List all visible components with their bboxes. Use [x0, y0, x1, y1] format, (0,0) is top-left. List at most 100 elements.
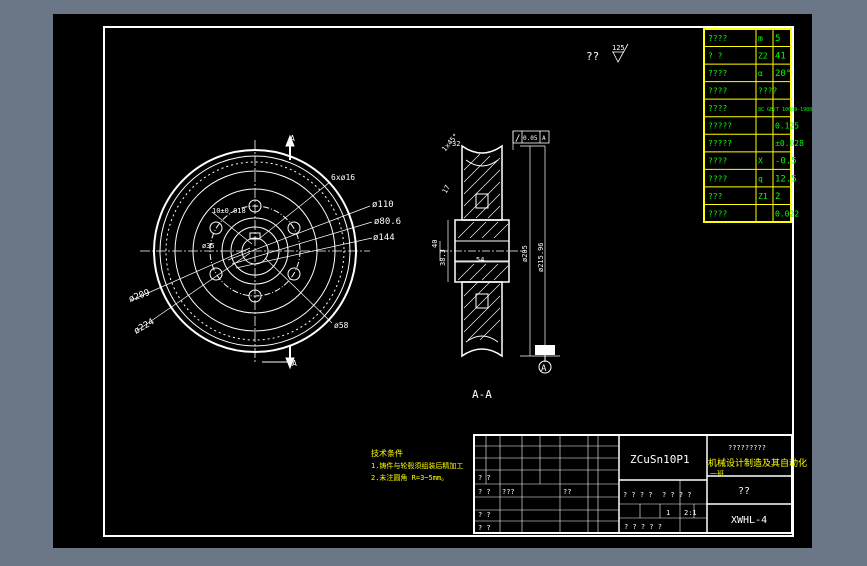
bolt-hole — [287, 267, 301, 281]
rim-bottom — [461, 281, 503, 358]
dim-holes: 6xø16 — [331, 173, 355, 182]
dim-bore: ø35 — [202, 242, 215, 250]
cell-f: 1 — [666, 509, 670, 517]
cell-b: ??? — [502, 488, 515, 496]
cell-i: ? ? — [478, 524, 491, 532]
material: ZCuSn10P1 — [630, 453, 690, 466]
param-val: 5 — [775, 34, 780, 44]
project-name: 机械设计制造及其自动化 — [708, 457, 807, 469]
section-arrow-bottom-icon — [285, 357, 295, 370]
technical-notes: 技术条件 1.铸件与轮毂须组装后精加工 2.未注圆角 R=3~5mm。 — [371, 448, 463, 482]
dim-54: 54 — [476, 256, 484, 264]
param-sym: ???? — [758, 87, 777, 96]
param-sym: 8C GB/T 10089-1988 — [758, 107, 812, 113]
datum-block — [535, 345, 555, 355]
drawing-number: XWHL-4 — [731, 515, 767, 526]
leader-key — [211, 211, 253, 245]
param-sym: Z1 — [758, 192, 768, 201]
cell-c: ? ? ? ? — [623, 491, 653, 499]
param-name: ??? — [708, 192, 723, 201]
section-view-label: A-A — [472, 388, 492, 401]
project-name-line2: 一班 — [710, 469, 724, 478]
param-val: 20° — [775, 69, 791, 79]
param-name: ????? — [708, 139, 732, 148]
section-arrow-top-icon — [285, 134, 295, 147]
leader-d58 — [264, 257, 333, 324]
dim-17: 17 — [441, 184, 452, 195]
param-val: 0.125 — [775, 122, 799, 131]
param-val: 0.022 — [775, 209, 799, 218]
dim-32: 32 — [452, 140, 460, 148]
leader-d144 — [235, 237, 373, 269]
dim-d144: ø144 — [373, 233, 395, 243]
notes-title: 技术条件 — [371, 448, 403, 458]
param-sym: α — [758, 69, 763, 78]
dim-38-3: 38.3 — [439, 249, 447, 266]
dim-key-width: 10±0.018 — [212, 207, 246, 215]
cell-e: ? ? ? ? — [662, 491, 692, 499]
param-name: ???? — [708, 174, 727, 183]
param-sym: X — [758, 157, 763, 166]
bolt-hole — [287, 221, 301, 235]
tolerance-frame: / 0.05 A — [512, 130, 550, 144]
drawing-border — [103, 26, 794, 537]
parameter-table: ???? m 5 ? ? Z2 41???? α 20°???????????? 8C GB/T… — [703, 28, 812, 223]
bolt-top — [475, 193, 489, 209]
param-val: 12.5 — [775, 174, 797, 184]
dim-d205: ø205 — [521, 245, 529, 262]
roughness-value: 125 — [612, 44, 625, 52]
param-val: -0.5 — [775, 157, 797, 167]
section-view — [440, 144, 525, 358]
section-marker-bottom: A — [292, 359, 297, 368]
param-name: ???? — [708, 87, 727, 96]
part-name: ?? — [738, 486, 750, 497]
param-name: ???? — [708, 209, 727, 218]
title-block — [473, 434, 793, 534]
leader-d209 — [131, 247, 251, 301]
tolerance-datum: A — [542, 135, 546, 142]
param-name: ????? — [708, 122, 732, 131]
throat-bottom — [465, 335, 499, 343]
cell-g: 2:1 — [684, 509, 697, 517]
drawing-canvas — [53, 14, 812, 548]
roughness-symbol-icon — [612, 43, 629, 63]
section-dims: 1x45° 32 17 40 38.3 54 ø205 ø215.96 — [431, 132, 545, 272]
bolt-hole — [209, 221, 223, 235]
leader-d110 — [227, 205, 371, 261]
param-val: 41 — [775, 51, 786, 61]
datum-circle-icon — [538, 360, 552, 374]
front-view — [131, 134, 373, 370]
rim-top — [461, 144, 503, 221]
cell-j: ? ? ? ? ? — [624, 523, 662, 531]
cell-h: ? ? — [478, 511, 491, 519]
cell-a: ? ? — [478, 488, 491, 496]
school-name: ????????? — [728, 444, 766, 452]
dim-d215: ø215.96 — [537, 242, 545, 272]
throat-top — [465, 159, 499, 167]
section-hatching — [457, 153, 509, 341]
param-sym: Z2 — [758, 51, 768, 60]
param-val: 2 — [775, 192, 780, 202]
datum-label: A — [541, 364, 547, 374]
cell-d: ?? — [563, 488, 571, 496]
param-val: ±0.028 — [775, 139, 804, 148]
leader-holes — [259, 181, 331, 239]
param-name: ???? — [708, 34, 727, 43]
roughness-label: ?? — [586, 50, 599, 63]
dim-d110: ø110 — [372, 200, 394, 210]
title-block-text: ZCuSn10P1 ????????? 机械设计制造及其自动化 一班 ?? XW… — [478, 444, 807, 532]
param-name: ???? — [708, 157, 727, 166]
param-name: ? ? — [708, 51, 723, 60]
leader-d224 — [137, 252, 251, 331]
param-sym: q — [758, 174, 763, 183]
param-name: ???? — [708, 104, 727, 113]
notes-line-2: 2.未注圆角 R=3~5mm。 — [371, 473, 448, 482]
section-marker-top: A — [290, 134, 295, 143]
dim-40: 40 — [431, 240, 439, 248]
leader-d80 — [231, 221, 373, 265]
cell-k: ? ? — [478, 474, 491, 482]
dim-d80-6: ø80.6 — [374, 217, 401, 227]
dim-d58: ø58 — [334, 321, 349, 330]
param-sym: m — [758, 34, 763, 43]
